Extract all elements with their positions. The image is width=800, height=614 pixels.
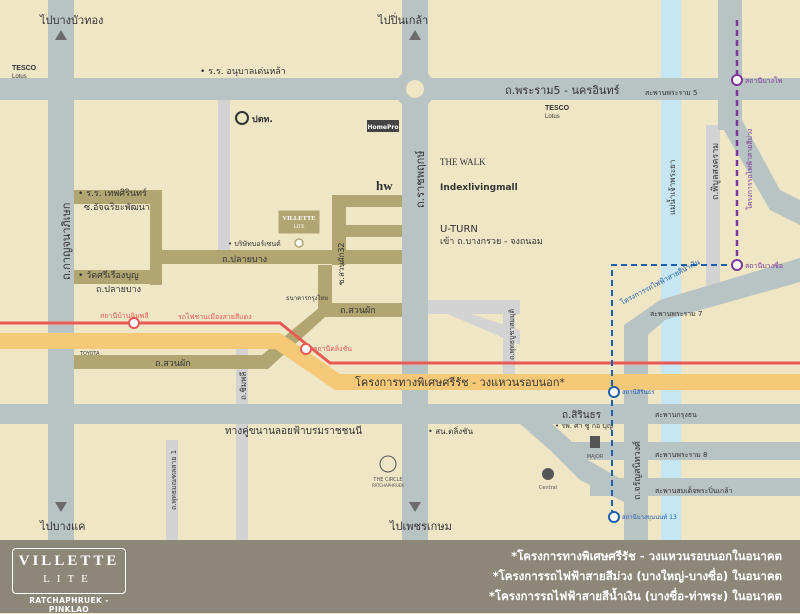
brand-name-2: LITE (43, 573, 95, 585)
outer-ring-expressway (0, 333, 800, 390)
brand-logo: VILLETTE LITE (12, 548, 126, 594)
station-purple-1 (731, 74, 743, 86)
label-phutthamonthon: ถ.พุทธมณฑลสาย 1 (170, 450, 178, 510)
label-rama5: ถ.พระราม5 - นครอินทร์ (505, 84, 620, 97)
label-wat-tawin: • สน.ตลิ่งชัน (428, 425, 474, 436)
label-ratchaphruek: ถ.ราชพฤกษ์ (414, 150, 427, 208)
svg-text:ปตท.: ปตท. (252, 114, 273, 125)
logo-toyota: TOYOTA (79, 351, 100, 357)
label-anuban: • ร.ร. อนุบาลเด่นหล้า (200, 66, 286, 77)
label-borisat: • บริษัทบอร์เซนต์ (228, 240, 281, 248)
logo-the-walk: THE WALK (440, 157, 486, 167)
label-blue-station-2: สถานีบางขุนนนท์ 13 (622, 513, 677, 521)
label-phutthamonthon-sai2: ถ.พุทธบูชาสมมุติ (508, 308, 516, 360)
minor-roads-grey (166, 98, 720, 540)
label-purple-line: โครงการรถไฟฟ้าสายสีม่วง (745, 129, 754, 210)
map: VILLETTE LITE TESCO Lotus TESCO Lotus ปต… (0, 0, 800, 540)
logo-major: MAJOR (587, 436, 604, 460)
label-station-taling-chan: สถานีตลิ่งชัน (313, 344, 352, 353)
svg-text:TESCO: TESCO (12, 65, 37, 72)
footer: VILLETTE LITE RATCHAPHRUEK - PINKLAO *โค… (0, 540, 800, 614)
label-bridge-rama7: สะพานพระราม 7 (650, 310, 702, 318)
svg-text:MAJOR: MAJOR (587, 454, 604, 460)
label-suan-phak-right: ถ.สวนผัก (340, 306, 376, 316)
label-plai-bang-left: ถ.ปลายบาง (96, 285, 141, 295)
logo-homepro: HomePro (367, 120, 399, 132)
logo-hw: hw (376, 178, 393, 193)
svg-text:Central: Central (539, 485, 557, 491)
logo-tesco-2: TESCO Lotus (545, 105, 570, 120)
svg-text:RATCHAPHRUEK: RATCHAPHRUEK (372, 483, 404, 488)
label-chaopraya: แม่น้ำเจ้าพระยา (666, 160, 677, 215)
label-bridge-rama5: สะพานพระราม 5 (645, 89, 697, 97)
label-bang-bua-thong: ไปบางบัวทอง (39, 14, 103, 27)
label-station-bang-bamru: สถานีบ้านฉิมพลี (100, 312, 149, 320)
label-wat-rueang: • วัดศรีเรืองบุญ (78, 270, 139, 281)
station-taling-chan (300, 343, 312, 355)
label-purple-station-1: สถานีบางโพ (745, 76, 783, 85)
project-name2: LITE (294, 225, 305, 230)
station-bang-bamru (128, 317, 140, 329)
label-bridge-pinklao: สะพานสมเด็จพระปิ่นเกล้า (655, 486, 733, 495)
label-pinklao-north: ไปปิ่นเกล้า (377, 12, 428, 27)
label-outer-ring: โครงการทางพิเศษศรีรัช - วงแหวนรอบนอก* (355, 375, 565, 389)
logo-ptt: ปตท. (235, 111, 273, 125)
label-plai-bang-mid: ถ.ปลายบาง (222, 255, 267, 265)
label-bang-khae: ไปบางแค (39, 520, 86, 533)
brand-subtitle: RATCHAPHRUEK - PINKLAO (29, 596, 109, 614)
label-ajarn: ซ.อัจฉริยะพัฒนา (84, 202, 150, 213)
project-name: VILLETTE (282, 215, 315, 222)
logo-circle: THE CIRCLE RATCHAPHRUEK (372, 455, 404, 488)
local-roads (60, 190, 415, 369)
label-blue-station-1: สถานีสิรินธร (622, 388, 655, 396)
label-suan-phak-left: ถ.สวนผัก (155, 359, 191, 369)
svg-text:Lotus: Lotus (12, 74, 27, 80)
brand-name: VILLETTE (18, 553, 120, 569)
label-thepsarin: • ร.ร. เทพศิรินทร์ (78, 187, 147, 199)
blue-line-track (611, 264, 737, 520)
station-blue-2 (608, 511, 620, 523)
station-purple-2 (731, 259, 743, 271)
logo-index: Indexlivingmall (440, 183, 518, 193)
note-blue-line: *โครงการรถไฟฟ้าสายสีน้ำเงิน (บางซื่อ-ท่า… (488, 589, 782, 603)
label-sirinthorn: ถ.สิรินธร (562, 410, 602, 421)
note-expressway: *โครงการทางพิเศษศรีรัช - วงแหวนรอบนอกในอ… (511, 549, 782, 563)
label-hospital: • รพ. ศา ซู กอ บุญ (555, 422, 613, 430)
station-blue-1 (608, 386, 620, 398)
svg-text:THE CIRCLE: THE CIRCLE (372, 477, 402, 483)
label-chimphli: ถ.ชิมพลี (239, 372, 248, 400)
label-red-line: รถไฟชานเมืองสายสีแดง (178, 312, 252, 321)
label-uturn-sub: เข้า ถ.บางกรวย - จงถนอม (440, 236, 543, 247)
stations (128, 74, 743, 523)
label-charansanitwong: ถ.จรัญสนิทวงศ์ (631, 441, 643, 500)
label-kasikorn: ธนาคารกรุงไทย (286, 294, 328, 302)
label-purple-station-2: สถานีบางซื่อ (745, 261, 783, 270)
note-purple-line: *โครงการรถไฟฟ้าสายสีม่วง (บางใหญ่-บางซื่… (492, 569, 782, 583)
label-kanchanaphisek: ถ.กาญจนาภิเษก (60, 203, 73, 280)
label-phibun: ถ.พิบูลสงคราม (710, 143, 721, 200)
project-marker: VILLETTE LITE (277, 209, 321, 248)
svg-text:TESCO: TESCO (545, 105, 570, 112)
label-borommaratchachonnani: ทางคู่ขนานลอยฟ้าบรมราชชนนี (225, 425, 362, 437)
svg-text:HomePro: HomePro (368, 124, 399, 131)
direction-arrows (55, 30, 421, 512)
svg-text:Lotus: Lotus (545, 114, 560, 120)
label-suan-phak-32: ซ.สวนผัก32 (337, 242, 346, 285)
logo-central: Central (539, 468, 557, 491)
label-uturn: U-TURN (440, 224, 478, 235)
logo-tesco-1: TESCO Lotus (12, 65, 37, 80)
label-bridge-krungthon: สะพานกรุงธน (655, 411, 697, 419)
label-phetkasem: ไปเพชรเกษม (389, 520, 452, 533)
label-bridge-rama8: สะพานพระราม 8 (655, 451, 707, 459)
